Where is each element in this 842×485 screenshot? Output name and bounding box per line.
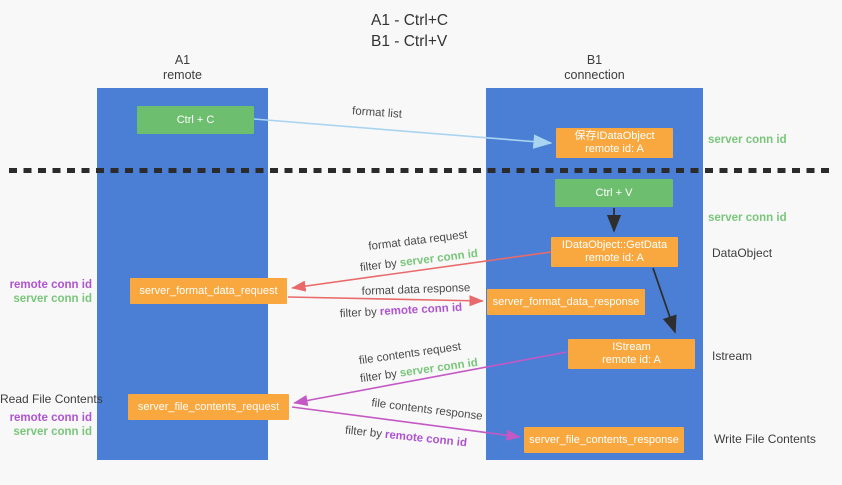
- save-idataobject-node: 保存IDataObject remote id: A: [556, 128, 673, 158]
- write-file-contents-label: Write File Contents: [714, 432, 816, 446]
- lane-header-a1: A1 remote: [97, 53, 268, 83]
- filter-by-text: filter by: [339, 306, 378, 321]
- format-data-request-label: format data request: [367, 228, 469, 254]
- getdata-node: IDataObject::GetData remote id: A: [551, 237, 678, 267]
- remote-conn-id-key: remote conn id: [384, 428, 468, 450]
- lane-header-b1: B1 connection: [486, 53, 703, 83]
- remote-conn-id-label-bottom: remote conn id: [9, 412, 92, 424]
- server-conn-id-label-left-bottom: server conn id: [13, 426, 92, 438]
- filter-by-text: filter by: [359, 368, 398, 386]
- title-line-1: A1 - Ctrl+C: [371, 12, 449, 29]
- remote-conn-id-label-top: remote conn id: [9, 279, 92, 291]
- title-line-2: B1 - Ctrl+V: [371, 33, 448, 50]
- lane-b1-id: B1: [586, 53, 603, 67]
- lane-a1-name: remote: [163, 68, 202, 82]
- format-data-response-label: format data response: [361, 282, 471, 298]
- server-conn-id-label-top: server conn id: [708, 134, 787, 146]
- server-format-data-response-label: server_format_data_response: [492, 295, 640, 308]
- server-conn-id-label-mid: server conn id: [708, 212, 787, 224]
- remote-conn-id-key: remote conn id: [379, 301, 463, 319]
- filter-by-text: filter by: [359, 257, 398, 275]
- ctrl-v-node: Ctrl + V: [555, 179, 673, 207]
- server-file-contents-request-node: server_file_contents_request: [128, 394, 289, 420]
- ctrl-c-label: Ctrl + C: [176, 113, 215, 126]
- server-format-data-request-label: server_format_data_request: [139, 284, 278, 297]
- ctrl-v-label: Ctrl + V: [595, 186, 633, 199]
- format-data-response-arrow: [287, 295, 484, 307]
- server-conn-id-key: server conn id: [399, 247, 479, 270]
- server-file-contents-request-label: server_file_contents_request: [137, 400, 280, 413]
- ctrl-c-node: Ctrl + C: [137, 106, 254, 134]
- istream-side-label: Istream: [712, 349, 753, 363]
- istream-node: IStream remote id: A: [568, 339, 695, 369]
- server-format-data-request-node: server_format_data_request: [130, 278, 287, 304]
- format-list-label: format list: [351, 105, 403, 121]
- save-idataobject-line2: remote id: A: [585, 143, 644, 155]
- getdata-line2: remote id: A: [585, 252, 644, 264]
- dataobject-label: DataObject: [712, 246, 773, 260]
- server-conn-id-key: server conn id: [399, 356, 479, 380]
- server-format-data-response-node: server_format_data_response: [487, 289, 645, 315]
- lane-a1-id: A1: [174, 53, 191, 67]
- save-idataobject-line1: 保存IDataObject: [574, 130, 655, 142]
- getdata-line1: IDataObject::GetData: [561, 239, 668, 251]
- istream-line1: IStream: [612, 341, 651, 353]
- file-contents-response-label: file contents response: [370, 397, 484, 423]
- server-conn-id-label-left-top: server conn id: [13, 293, 92, 305]
- read-file-contents-label: Read File Contents: [0, 392, 103, 406]
- lane-b1-name: connection: [564, 68, 625, 82]
- diagram-title: A1 - Ctrl+C B1 - Ctrl+V: [371, 10, 448, 52]
- filter-by-text: filter by: [344, 424, 383, 441]
- server-file-contents-response-label: server_file_contents_response: [529, 433, 679, 446]
- istream-line2: remote id: A: [602, 354, 661, 366]
- server-file-contents-response-node: server_file_contents_response: [524, 427, 684, 453]
